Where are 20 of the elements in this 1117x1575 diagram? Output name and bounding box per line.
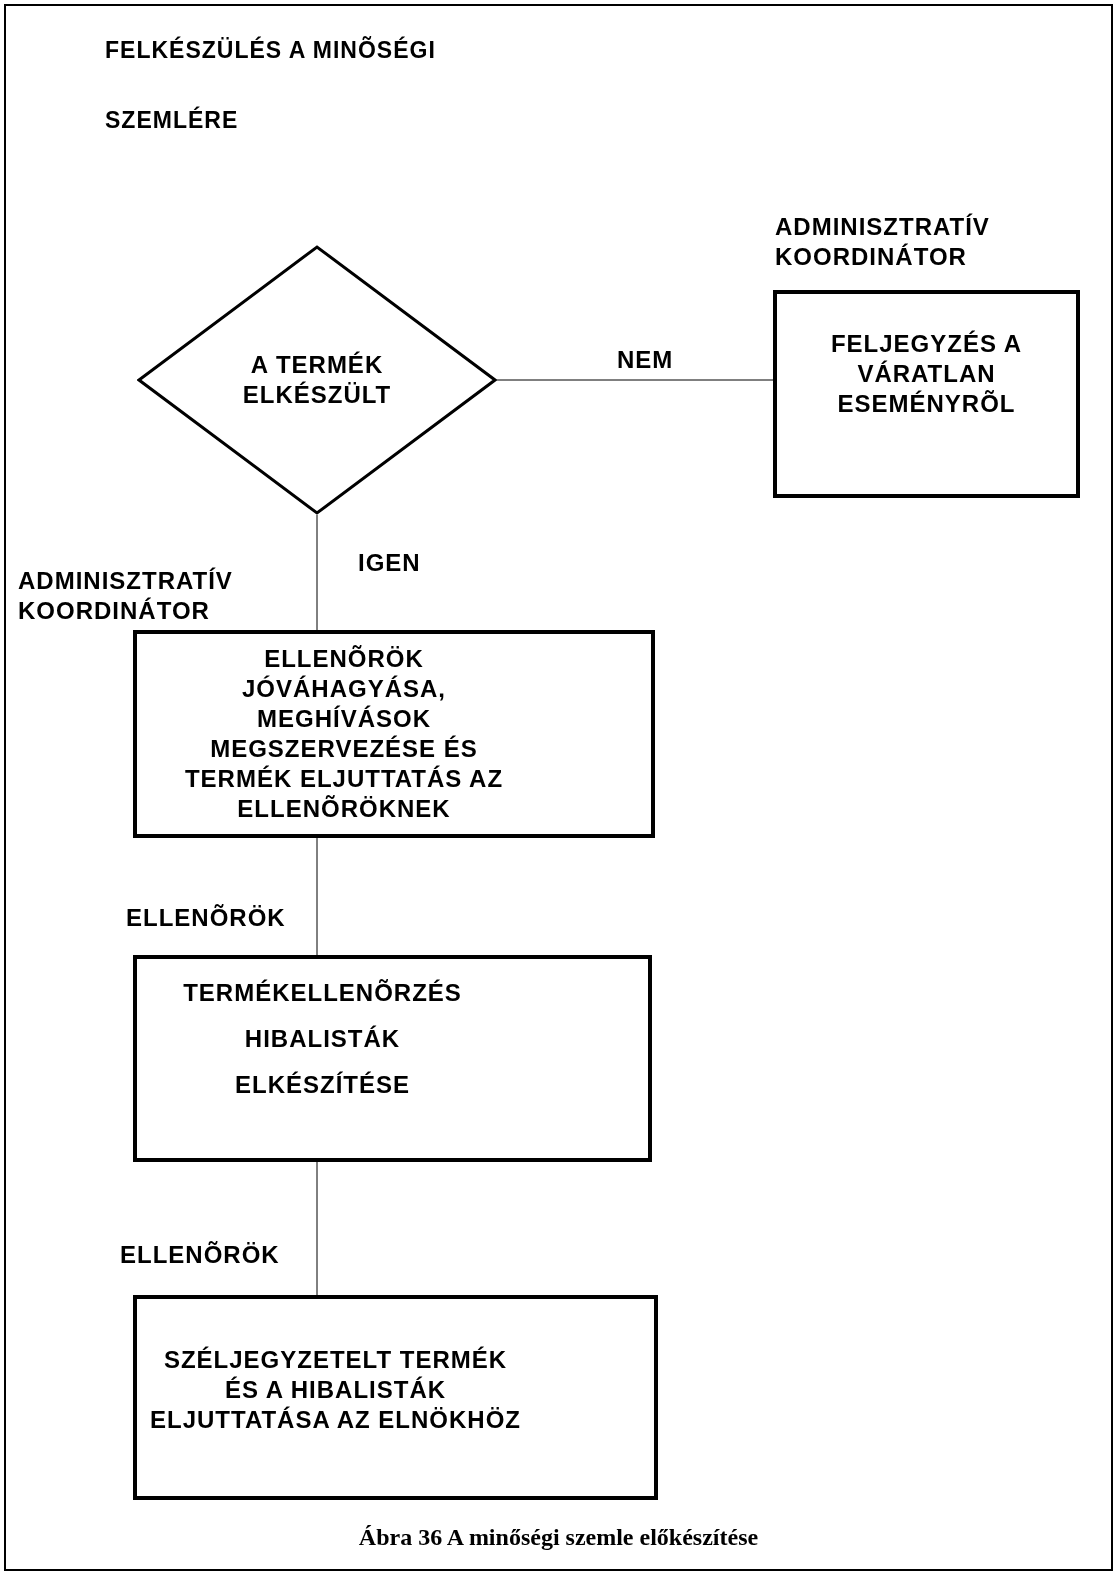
connector-line: [316, 514, 318, 631]
process-box: [773, 290, 1080, 498]
node-text: ELLENÕRÖK JÓVÁHAGYÁSA, MEGHÍVÁSOK MEGSZERVEZÉSE ÉS TERMÉK ELJUTTATÁS AZ ELLENÕRÖKNEK: [183, 644, 505, 824]
connector-line: [316, 1161, 318, 1296]
caption: Ábra 36 A minőségi szemle előkészítése: [357, 1523, 760, 1552]
role-label: ELLENÕRÖK: [126, 903, 287, 933]
process-box: [133, 1295, 658, 1500]
connector-line: [316, 837, 318, 956]
node-text: A TERMÉK ELKÉSZÜLT: [241, 350, 393, 410]
role-label: ADMINISZTRATÍV KOORDINÁTOR: [18, 566, 234, 626]
process-box: [133, 630, 655, 838]
role-label: ELLENÕRÖK: [120, 1240, 281, 1270]
decision-diamond: [137, 245, 497, 515]
connector-line: [496, 379, 774, 381]
title: FELKÉSZÜLÉS A MINÕSÉGI SZEMLÉRE: [105, 35, 437, 135]
process-box: [133, 955, 652, 1162]
role-label: ADMINISZTRATÍV KOORDINÁTOR: [775, 212, 991, 272]
node-text: FELJEGYZÉS A VÁRATLAN ESEMÉNYRÕL: [829, 329, 1024, 419]
node-text: TERMÉKELLENÕRZÉS HIBALISTÁK ELKÉSZÍTÉSE: [182, 977, 463, 1100]
node-text: SZÉLJEGYZETELT TERMÉK ÉS A HIBALISTÁK ELJUTTATÁSA AZ ELNÖKHÖZ: [149, 1344, 522, 1435]
